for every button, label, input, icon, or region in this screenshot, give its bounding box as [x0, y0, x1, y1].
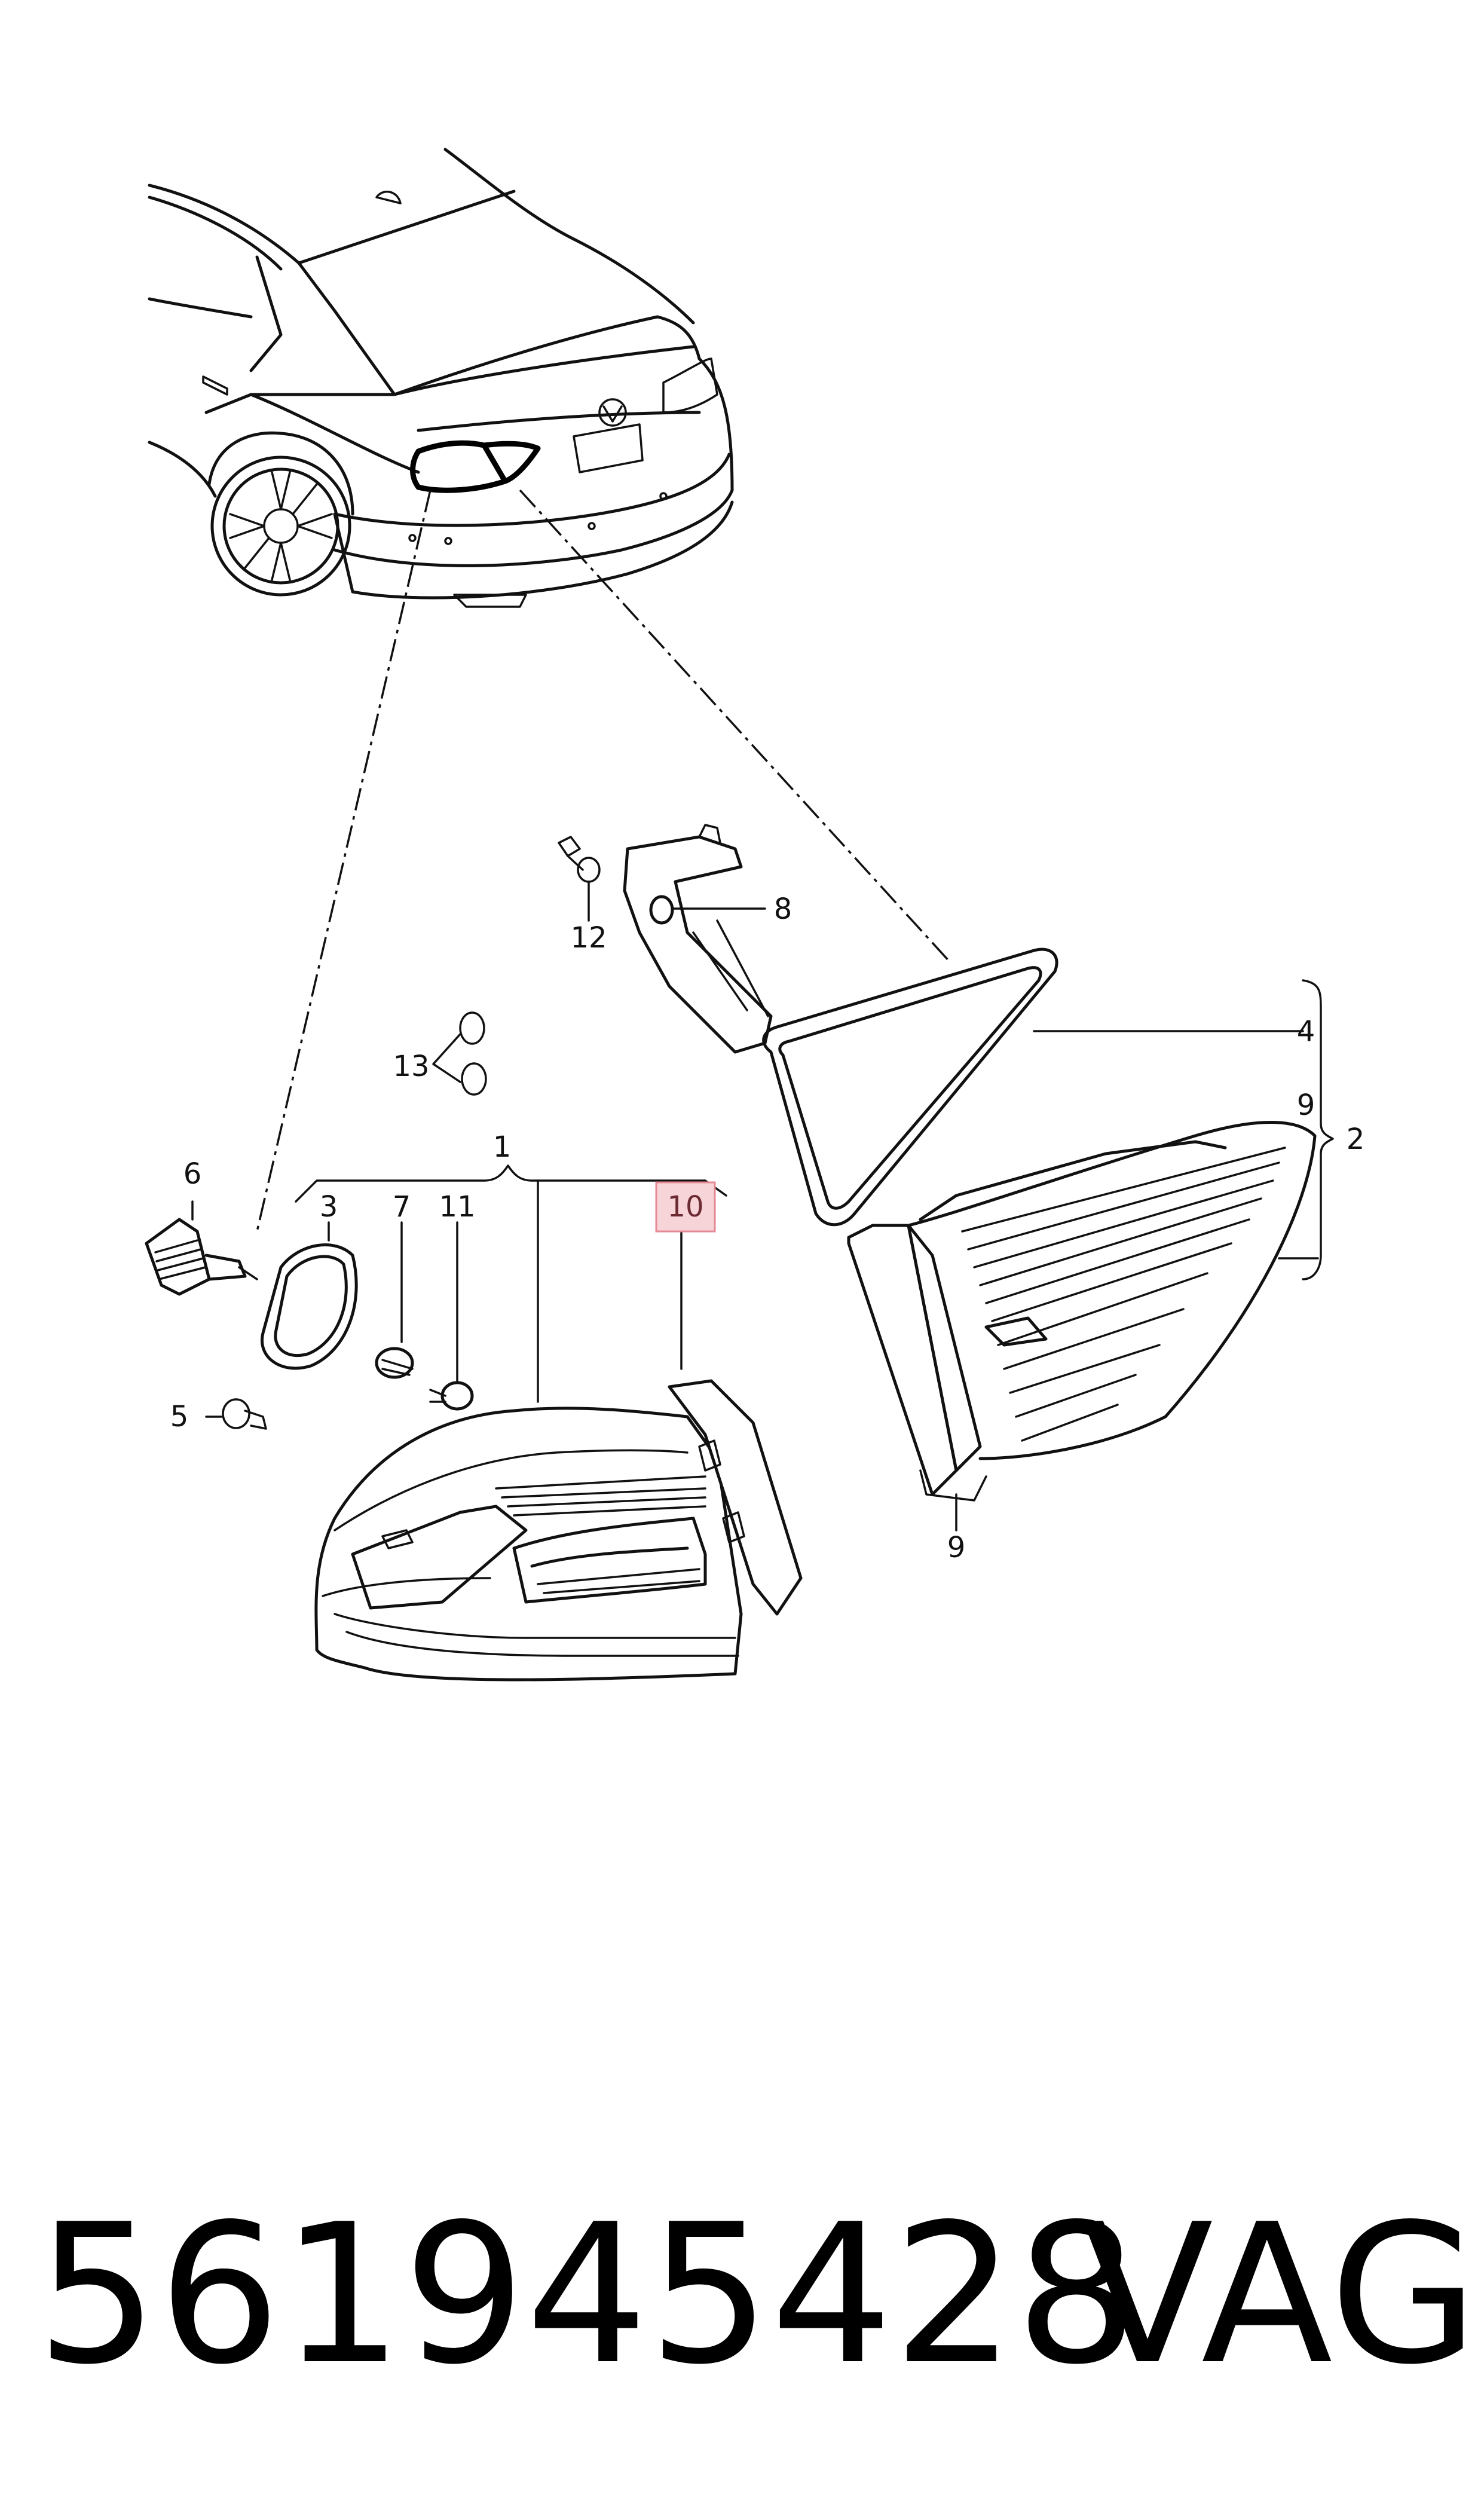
seal-part-3	[261, 1221, 358, 1370]
callout-labels: 1 2 3 4 5 6 7 8 9 9 10 11 12 13	[170, 892, 1365, 1564]
callout-9-a: 9	[1297, 1089, 1315, 1122]
callout-13: 13	[393, 1050, 429, 1083]
callout-8: 8	[774, 892, 793, 926]
brand-label: VAG	[1082, 2182, 1479, 2407]
callout-2: 2	[1347, 1123, 1365, 1156]
callout-4: 4	[1297, 1015, 1315, 1048]
callout-12: 12	[570, 921, 607, 955]
callout-5: 5	[170, 1400, 189, 1433]
highlight-box-10	[655, 1181, 716, 1233]
callout-7: 7	[393, 1190, 411, 1224]
bracket-1	[295, 1164, 727, 1203]
clip-part-5	[205, 1398, 267, 1430]
bracket-part-8	[623, 824, 773, 1054]
car-rear-illustration	[148, 148, 734, 608]
bulb-part-11	[429, 1221, 474, 1411]
screw-part-12	[558, 836, 601, 922]
callout-10: 10	[667, 1190, 703, 1224]
callout-3: 3	[320, 1190, 338, 1224]
part-number: 561945428	[36, 2182, 1138, 2407]
inner-tail-light-part-2	[847, 1121, 1319, 1531]
bracket-4-9-2	[1302, 979, 1334, 1280]
caps-part-13	[432, 1011, 487, 1096]
seal-part-4	[762, 947, 1304, 1227]
outer-tail-light-part-1	[314, 1379, 803, 1682]
callout-11: 11	[439, 1190, 475, 1224]
pointer-line-outer	[256, 490, 432, 1232]
callout-9-b: 9	[947, 1531, 966, 1564]
pointer-line-inner	[519, 489, 951, 964]
callout-6: 6	[183, 1157, 202, 1191]
socket-part-6	[145, 1200, 258, 1296]
socket-part-7	[375, 1221, 414, 1379]
callout-1: 1	[493, 1130, 512, 1164]
